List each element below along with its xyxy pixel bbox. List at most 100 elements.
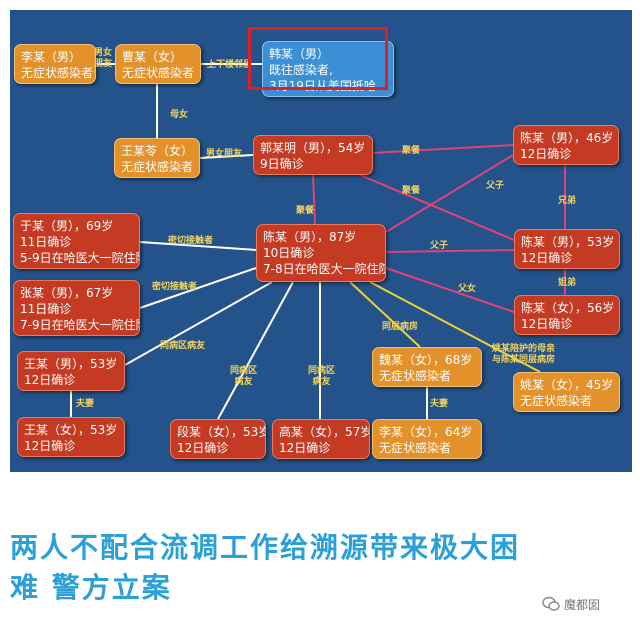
- edge-line-e19: [369, 281, 541, 373]
- edge-label-e19: 姚某陪护的母亲 与陈某同层病房: [492, 344, 555, 366]
- edge-label-e1: 男女 朋友: [94, 48, 112, 70]
- edge-line-e5: [372, 144, 514, 154]
- node-chen53-line-0: 陈某（男），53岁: [521, 235, 615, 249]
- node-li-f: 李某（女），64岁 无症状感染者: [372, 419, 482, 459]
- node-li-f-line-1: 无症状感染者: [379, 441, 452, 455]
- edge-line-e8: [385, 154, 514, 233]
- edge-label-e11: 姐弟: [558, 278, 576, 289]
- edge-label-e14-line-0: 密切接触者: [152, 282, 198, 292]
- node-yao: 姚某（女），45岁 无症状感染者: [513, 372, 620, 412]
- watermark: 魔都囡: [542, 594, 600, 614]
- edge-line-e16: [217, 281, 294, 420]
- node-duan-line-0: 段某（女），53岁: [177, 425, 266, 439]
- edge-label-e5: 聚餐: [402, 146, 420, 157]
- node-zhang-line-1: 11日确诊: [20, 302, 72, 316]
- edge-line-e12: [385, 267, 515, 313]
- node-yu-line-2: 5-9日在哈医大一院住院: [20, 251, 140, 265]
- node-li-f-line-0: 李某（女），64岁: [379, 425, 473, 439]
- edge-line-e15: [124, 281, 273, 366]
- node-zhang-line-0: 张某（男），67岁: [20, 286, 114, 300]
- node-gao: 高某（女），57岁 12日确诊: [272, 419, 370, 459]
- node-cao-line-1: 无症状感染者: [122, 66, 195, 80]
- edge-label-e4: 男女朋友: [206, 149, 242, 160]
- node-wang-aunt-line-1: 无症状感染者: [121, 160, 194, 174]
- node-wang53m-line-0: 王某（男），53岁: [24, 357, 118, 371]
- node-wang-aunt: 王某苓（女） 无症状感染者: [114, 138, 200, 178]
- node-wang53f-line-1: 12日确诊: [24, 439, 76, 453]
- edge-label-e2-line-0: 上下楼邻居: [207, 60, 253, 70]
- edge-line-e4: [199, 154, 254, 159]
- edge-label-e13: 密切接触者: [168, 236, 213, 247]
- node-wang-aunt-line-0: 王某苓（女）: [121, 144, 194, 158]
- node-zhang: 张某（男），67岁 11日确诊 7-9日在哈医大一院住院: [13, 280, 140, 336]
- node-li-m-line-1: 无症状感染者: [21, 66, 94, 80]
- node-chen46: 陈某（男），46岁 12日确诊: [513, 125, 619, 165]
- edge-label-e12-line-0: 父女: [458, 284, 477, 294]
- edge-layer: [70, 63, 566, 420]
- edge-label-e16-line-1: 病友: [234, 377, 253, 387]
- node-han-line-0: 韩某（男）: [269, 47, 330, 61]
- edge-label-e10: 父子: [430, 241, 448, 252]
- edge-line-e13: [139, 241, 257, 251]
- edge-label-e20-line-0: 夫妻: [76, 399, 95, 409]
- headline: 两人不配合流调工作给溯源带来极大困 难 警方立案: [10, 528, 630, 608]
- edge-label-e16-line-0: 同病区: [230, 366, 258, 376]
- edge-label-e8-line-0: 父子: [486, 181, 505, 191]
- node-chen56-line-0: 陈某（女），56岁: [521, 301, 615, 315]
- node-wang53m-line-1: 12日确诊: [24, 373, 76, 387]
- node-chen87-line-2: 7-8日在哈医大一院住院: [263, 262, 386, 276]
- node-yu-line-0: 于某（男），69岁: [20, 219, 114, 233]
- node-guo-line-0: 郭某明（男），54岁: [260, 141, 366, 155]
- node-guo-line-1: 9日确诊: [260, 157, 304, 171]
- node-chen46-line-0: 陈某（男），46岁: [520, 131, 614, 145]
- edge-label-e1-line-0: 男女: [94, 48, 113, 58]
- edge-label-e8: 父子: [486, 181, 504, 192]
- node-li-m: 李某（男） 无症状感染者: [14, 44, 96, 84]
- node-chen56: 陈某（女），56岁 12日确诊: [514, 295, 620, 335]
- edge-label-e6-line-0: 聚餐: [402, 186, 421, 196]
- edge-label-e17-line-0: 同病区: [308, 366, 336, 376]
- node-chen56-line-1: 12日确诊: [521, 317, 573, 331]
- node-wei-line-0: 魏某（女），68岁: [379, 353, 473, 367]
- watermark-text: 魔都囡: [564, 597, 601, 612]
- edge-label-e15: 同病区病友: [160, 341, 205, 352]
- edge-line-e7: [312, 174, 316, 225]
- edge-label-e13-line-0: 密切接触者: [168, 236, 214, 246]
- edge-label-e3-line-0: 母女: [170, 110, 189, 120]
- edge-label-e19-line-0: 姚某陪护的母亲: [492, 344, 556, 354]
- node-wang53f: 王某（女），53岁 12日确诊: [17, 417, 125, 457]
- node-yao-line-1: 无症状感染者: [520, 394, 593, 408]
- node-wei: 魏某（女），68岁 无症状感染者: [372, 347, 482, 387]
- edge-line-e14: [139, 267, 257, 309]
- edge-label-e14: 密切接触者: [152, 282, 197, 293]
- node-guo: 郭某明（男），54岁 9日确诊: [253, 135, 373, 175]
- node-wang53m: 王某（男），53岁 12日确诊: [17, 351, 125, 391]
- edge-label-e19-line-1: 与陈某同层病房: [492, 355, 556, 365]
- node-cao: 曹某（女） 无症状感染者: [115, 44, 201, 84]
- node-wang53f-line-0: 王某（女），53岁: [24, 423, 118, 437]
- node-cao-line-0: 曹某（女）: [122, 50, 183, 64]
- edge-line-e6: [359, 174, 515, 241]
- node-chen53: 陈某（男），53岁 12日确诊: [514, 229, 620, 269]
- edge-label-e1-line-1: 朋友: [94, 59, 113, 69]
- edge-label-e12: 父女: [458, 284, 476, 295]
- edge-label-e3: 母女: [170, 110, 188, 121]
- edge-line-e18: [349, 281, 421, 348]
- headline-line-2: 难 警方立案: [10, 571, 172, 604]
- node-yao-line-0: 姚某（女），45岁: [520, 378, 614, 392]
- edge-label-e9-line-0: 兄弟: [558, 196, 577, 206]
- edge-label-e11-line-0: 姐弟: [558, 278, 577, 288]
- node-gao-line-0: 高某（女），57岁: [279, 425, 370, 439]
- node-chen53-line-1: 12日确诊: [521, 251, 573, 265]
- edge-label-e21-line-0: 夫妻: [430, 399, 449, 409]
- headline-line-1: 两人不配合流调工作给溯源带来极大困: [10, 531, 521, 564]
- edge-label-e21: 夫妻: [430, 399, 448, 410]
- node-han-line-1: 既往感染者,: [269, 63, 333, 77]
- node-chen87: 陈某（男），87岁 10日确诊 7-8日在哈医大一院住院: [256, 224, 386, 282]
- node-chen87-line-0: 陈某（男），87岁: [263, 230, 357, 244]
- edge-label-e18: 同层病房: [382, 322, 418, 333]
- edge-label-e5-line-0: 聚餐: [402, 146, 421, 156]
- node-duan: 段某（女），53岁 12日确诊: [170, 419, 266, 459]
- node-li-m-line-0: 李某（男）: [21, 50, 82, 64]
- edge-label-e9: 兄弟: [558, 196, 576, 207]
